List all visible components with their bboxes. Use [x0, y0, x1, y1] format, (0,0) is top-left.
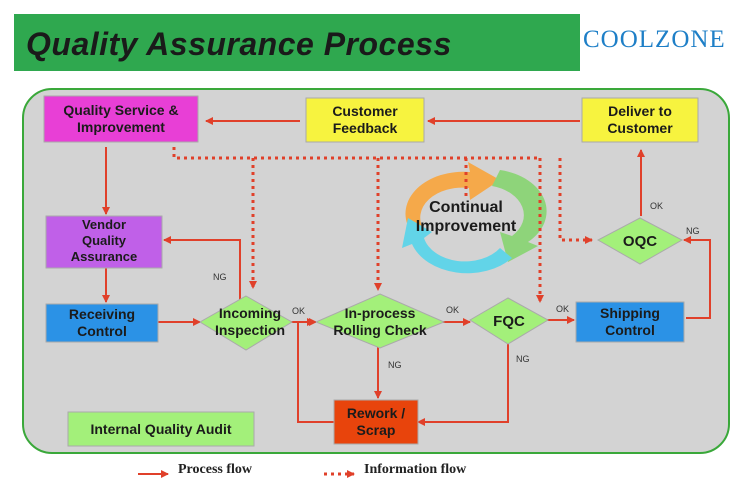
edge-label-ok: OK — [556, 304, 569, 314]
svg-text:OQC: OQC — [623, 233, 657, 250]
edge-label-ng: NG — [213, 272, 227, 282]
title-banner: Quality Assurance Process — [14, 14, 580, 71]
process-arrows — [102, 117, 711, 426]
svg-text:Quality Service &Improvement: Quality Service &Improvement — [63, 102, 178, 135]
edge-label-ng: NG — [516, 354, 530, 364]
brand-logo: COOLZONE — [583, 26, 726, 53]
node-fqc: FQC — [469, 297, 550, 345]
improvement-cycle-icon — [402, 162, 547, 274]
edge-label-ng: NG — [388, 360, 402, 370]
edge-label-ok: OK — [292, 306, 305, 316]
legend-information-flow: Information flow — [364, 462, 467, 477]
node-quality-service: Quality Service &Improvement — [43, 95, 199, 143]
legend-process-flow: Process flow — [178, 462, 252, 477]
information-arrows — [172, 147, 593, 303]
edge-label-ng: NG — [686, 226, 700, 236]
page-title: Quality Assurance Process — [26, 26, 452, 62]
node-oqc: OQC — [596, 217, 684, 265]
edge-label-ok: OK — [446, 305, 459, 315]
svg-text:Internal Quality Audit: Internal Quality Audit — [90, 421, 231, 437]
svg-text:Rework /Scrap: Rework /Scrap — [347, 405, 405, 438]
edge-label-ok: OK — [650, 201, 663, 211]
svg-text:FQC: FQC — [493, 313, 525, 330]
node-internal-quality-audit: Internal Quality Audit — [67, 411, 255, 447]
node-rework-scrap: Rework /Scrap — [333, 399, 419, 445]
